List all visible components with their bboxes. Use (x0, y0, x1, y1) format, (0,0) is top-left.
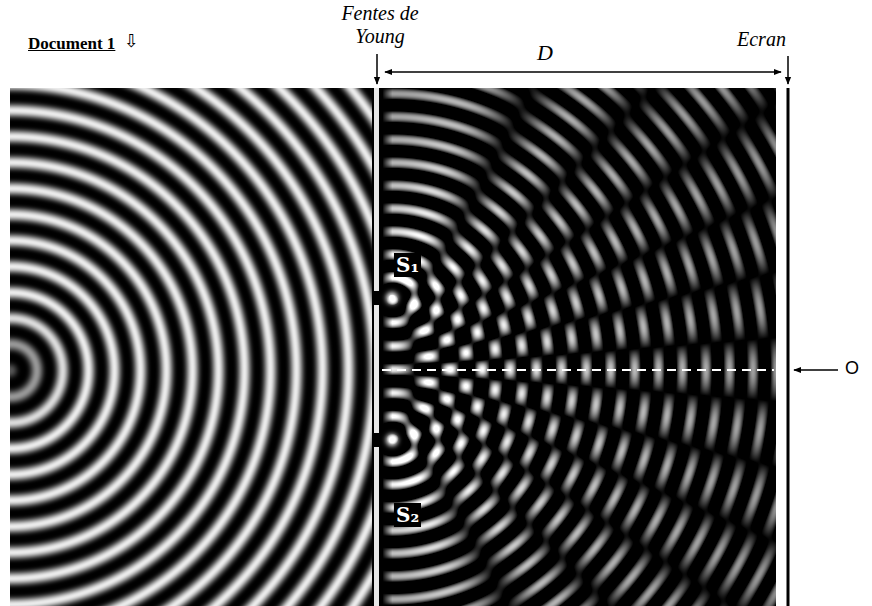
slit-wall (374, 88, 379, 606)
screen-line (787, 88, 790, 606)
wave-pattern (10, 88, 776, 606)
point-label: O (845, 358, 859, 379)
source-glow (386, 434, 398, 446)
slits-label: Fentes de Young (330, 2, 430, 48)
source-label: S₂ (394, 503, 421, 527)
source-dot (389, 295, 395, 301)
pointer-arrow (787, 56, 789, 84)
screen-label: Ecran (737, 28, 786, 51)
wall-segment (374, 88, 379, 291)
pointer-arrow (794, 369, 838, 371)
distance-label: D (537, 40, 553, 66)
source-label: S₁ (394, 253, 421, 277)
distance-arrow (385, 71, 781, 73)
source-dot (389, 437, 395, 443)
document-heading: Document 1 (28, 34, 115, 54)
source-glow (386, 292, 398, 304)
down-arrow-symbol: ⇩ (124, 30, 139, 51)
wall-segment (374, 447, 379, 606)
wave-ground (10, 88, 776, 606)
pointer-arrow (376, 54, 378, 84)
wall-segment (374, 305, 379, 433)
symmetry-axis (382, 369, 774, 371)
